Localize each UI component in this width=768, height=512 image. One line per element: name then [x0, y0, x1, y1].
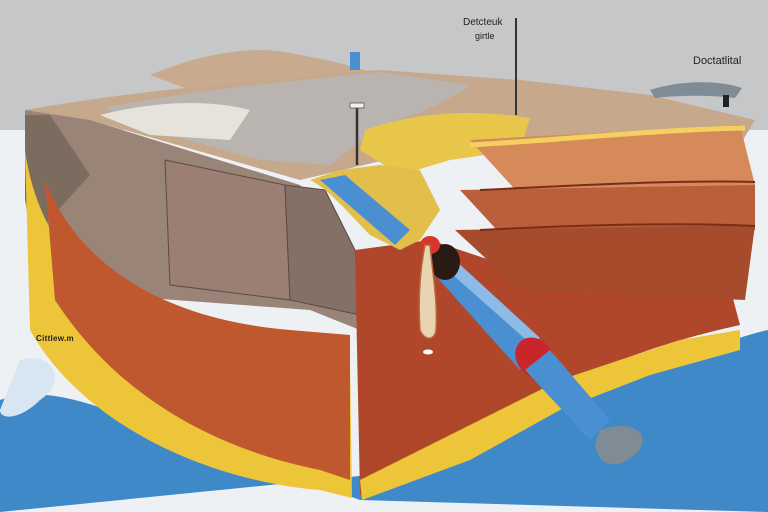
left-label: Cittlew.m	[36, 334, 74, 343]
leak-drip	[418, 244, 438, 339]
water-splash-left	[0, 358, 55, 417]
outflow-stream	[595, 426, 643, 465]
red-clay-left	[45, 180, 350, 480]
strata-line-1	[469, 125, 746, 148]
strata-line-3	[479, 223, 756, 231]
pointer-tip	[723, 95, 729, 107]
pipe-opening	[430, 244, 460, 280]
probe-cap	[349, 102, 365, 109]
blue-water-channel	[320, 175, 410, 245]
blue-pipe	[435, 260, 545, 370]
gravel-surface	[105, 72, 470, 165]
front-face-yellow-band	[360, 330, 740, 500]
top-label-2: girtle	[475, 31, 495, 41]
sensor-marker	[350, 52, 360, 70]
water-pool	[0, 330, 768, 512]
top-label-1: Detcteuk	[463, 17, 503, 28]
sand-patch	[100, 103, 250, 140]
right-label: Doctatlital	[693, 55, 742, 67]
pipe-highlight	[445, 260, 540, 345]
strata-line-2	[479, 180, 756, 191]
left-face-dark	[25, 115, 90, 230]
dug-sand	[360, 113, 530, 175]
pipe-outlet	[525, 350, 610, 440]
pointer-arrow	[650, 82, 742, 98]
strata-low	[455, 225, 755, 300]
leak-drop	[423, 349, 433, 355]
